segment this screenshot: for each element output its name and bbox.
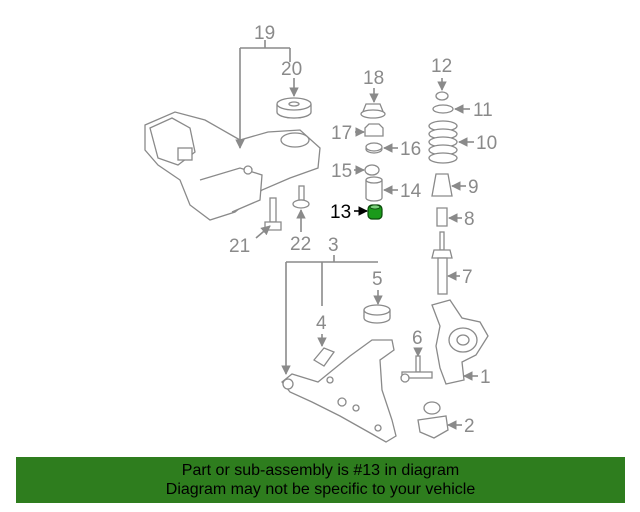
callout-8: 8 bbox=[464, 209, 475, 230]
nut-17-part bbox=[364, 123, 384, 137]
washer-16-part bbox=[365, 142, 383, 154]
bushing-5-part bbox=[363, 304, 391, 324]
cap-12-part bbox=[435, 91, 449, 101]
callout-10: 10 bbox=[476, 133, 497, 154]
info-banner: Part or sub-assembly is #13 in diagram D… bbox=[16, 457, 625, 503]
boot-9-part bbox=[431, 173, 453, 197]
callout-9: 9 bbox=[468, 177, 479, 198]
subframe-part bbox=[144, 111, 321, 221]
link-6-part bbox=[400, 355, 433, 383]
callout-15: 15 bbox=[331, 161, 352, 182]
callout-14: 14 bbox=[400, 181, 422, 202]
strut-7-part bbox=[431, 231, 453, 295]
bearing-15-part bbox=[364, 164, 380, 176]
seal-11-part bbox=[432, 104, 454, 114]
coil-spring-10-part bbox=[428, 120, 458, 164]
callout-21: 21 bbox=[229, 236, 250, 257]
callout-2: 2 bbox=[464, 416, 475, 437]
callout-18: 18 bbox=[363, 68, 384, 89]
callout-6: 6 bbox=[412, 328, 423, 349]
bump-stop-8-part bbox=[436, 207, 448, 227]
callout-17: 17 bbox=[331, 123, 352, 144]
bushing-4-part bbox=[313, 347, 336, 367]
bushing-20-part bbox=[276, 97, 312, 119]
callout-7: 7 bbox=[462, 267, 473, 288]
callout-16: 16 bbox=[400, 139, 421, 160]
callout-22: 22 bbox=[290, 234, 311, 255]
banner-line-1: Part or sub-assembly is #13 in diagram bbox=[181, 462, 460, 479]
leader-lines bbox=[235, 40, 478, 430]
callout-4: 4 bbox=[316, 313, 327, 334]
callout-1: 1 bbox=[480, 367, 491, 388]
strut-mount-18-part bbox=[360, 103, 386, 119]
bump-stop-14-part bbox=[365, 176, 383, 202]
callout-3: 3 bbox=[328, 235, 339, 256]
callout-20: 20 bbox=[281, 59, 302, 80]
ball-joint-2-part bbox=[417, 401, 449, 439]
callout-13-highlighted: 13 bbox=[330, 202, 351, 223]
bolt-21-part bbox=[264, 197, 282, 231]
parts-diagram: 19 20 21 22 18 17 16 15 14 13 12 11 10 9… bbox=[144, 23, 497, 443]
mount-13-highlighted-part bbox=[367, 204, 383, 220]
bolt-22-part bbox=[292, 185, 310, 209]
control-arm-3-part bbox=[281, 339, 397, 443]
callout-5: 5 bbox=[372, 269, 383, 290]
knuckle-1-part bbox=[431, 299, 489, 385]
callout-12: 12 bbox=[431, 56, 452, 77]
callout-11: 11 bbox=[473, 100, 493, 121]
callout-19: 19 bbox=[254, 23, 275, 44]
banner-line-2: Diagram may not be specific to your vehi… bbox=[165, 481, 476, 498]
